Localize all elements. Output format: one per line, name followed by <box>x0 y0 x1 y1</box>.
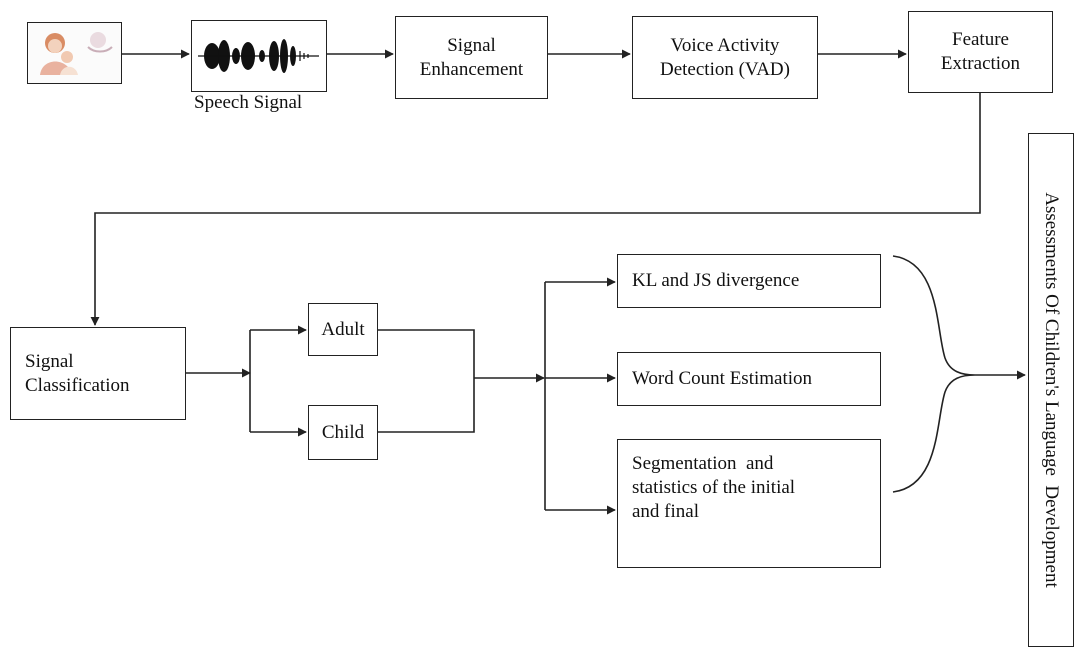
signal-enhancement-line-1: Signal <box>447 34 496 56</box>
adult-label: Adult <box>321 318 365 340</box>
merge-adult <box>378 329 475 433</box>
segmentation-line-3: and final <box>632 501 700 522</box>
mother-child-photo-icon <box>27 22 122 84</box>
curly-brace <box>892 255 976 493</box>
kl-js-divergence-label: KL and JS divergence <box>632 270 800 291</box>
adult-box: Adult <box>308 303 378 356</box>
word-count-estimation-label: Word Count Estimation <box>632 368 813 389</box>
kl-js-divergence-box: KL and JS divergence <box>617 254 881 308</box>
vad-line-1: Voice Activity <box>670 34 780 56</box>
child-box: Child <box>308 405 378 460</box>
child-label: Child <box>321 421 365 443</box>
vad-line-2: Detection (VAD) <box>660 58 790 80</box>
signal-classification-line-1: Signal <box>25 350 74 372</box>
assessment-box: Assessments Of Children's Language Devel… <box>1028 133 1074 647</box>
feature-extraction-line-1: Feature <box>952 29 1009 50</box>
speech-signal-label: Speech Signal <box>194 92 303 113</box>
arrow-feature-to-classification <box>90 93 981 326</box>
signal-enhancement-line-2: Enhancement <box>419 58 524 80</box>
speech-waveform-icon <box>191 20 327 92</box>
segmentation-line-1: Segmentation and <box>632 453 774 474</box>
signal-classification-line-2: Classification <box>25 374 130 396</box>
segmentation-box: Segmentation and statistics of the initi… <box>617 439 881 568</box>
assessment-label: Assessments Of Children's Language Devel… <box>1041 192 1062 588</box>
feature-extraction-line-2: Extraction <box>940 53 1021 74</box>
word-count-estimation-box: Word Count Estimation <box>617 352 881 406</box>
segmentation-line-2: statistics of the initial <box>632 477 796 498</box>
